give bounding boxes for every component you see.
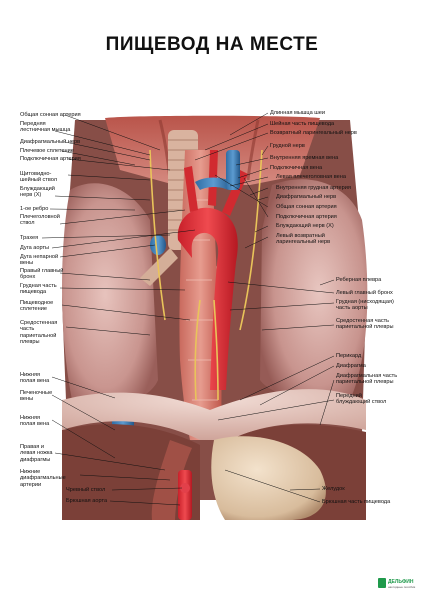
label-aortic-arch: Дуга аорты	[20, 245, 50, 251]
label-phrenic-nerve-right: Диафрагмальный нерв	[276, 194, 337, 200]
label-abdominal-esophagus: Брюшная часть пищевода	[322, 499, 391, 505]
label-brachial-plexus: Плечевое сплетение	[20, 148, 74, 154]
label-thyrocervical-trunk: Щитовидно-шейный ствол	[20, 171, 58, 184]
label-azygos-arch: Дуга непарной вены	[20, 254, 59, 267]
label-mediastinal-pleura-right: Средостенная часть париетальной плевры	[336, 318, 394, 331]
label-thoracic-esophagus: Грудная часть пищевода	[20, 283, 57, 296]
label-esophageal-plexus: Пищеводное сплетение	[20, 300, 54, 313]
publisher-logo: ДЕЛЬФИН наглядные пособия	[378, 578, 418, 592]
label-vagus-nerve-left: Блуждающий нерв (X)	[20, 186, 55, 199]
label-right-main-bronchus: Правый главный бронх	[20, 268, 64, 281]
label-descending-aorta: Грудная (нисходящая) часть аорты	[336, 299, 394, 312]
label-common-carotid-artery: Общая сонная артерия	[20, 112, 81, 118]
label-left-brachiocephalic-vein: Левая плечеголовная вена	[276, 174, 346, 180]
label-common-carotid-artery-right: Общая сонная артерия	[276, 204, 337, 210]
label-diaphragmatic-pleura: Диафрагмальная часть париетальной плевры	[336, 373, 398, 386]
label-subclavian-artery-left: Подключичная артерия	[20, 156, 81, 162]
label-thoracic-nerve: Грудной нерв	[270, 143, 305, 149]
label-anterior-scalene: Передняя лестничная мышца	[20, 121, 71, 134]
label-left-main-bronchus: Левый главный бронх	[336, 290, 393, 296]
label-cervical-esophagus: Шейная часть пищевода	[270, 121, 335, 127]
label-diaphragm-crura: Правая и левая ножка диафрагмы	[20, 444, 53, 463]
label-subclavian-vein: Подключичная вена	[270, 165, 323, 171]
label-trachea: Трахея	[20, 235, 39, 241]
label-recurrent-laryngeal-nerve: Возвратный ларингеальный нерв	[270, 130, 357, 136]
label-vagus-nerve-right: Блуждающий нерв (X)	[276, 223, 334, 229]
label-first-rib: 1-ое ребро	[20, 206, 49, 212]
label-internal-jugular-vein: Внутренняя яремная вена	[270, 155, 339, 161]
label-stomach: Желудок	[322, 486, 345, 492]
poster-title: ПИЩЕВОД НА МЕСТЕ	[105, 34, 319, 55]
logo-name: ДЕЛЬФИН	[388, 579, 414, 585]
label-inferior-vena-cava-2: Нижняя полая вена	[20, 415, 50, 428]
label-costal-pleura: Реберная плевра	[336, 277, 382, 283]
label-left-recurrent-laryngeal: Левый возвратный ларингеальный нерв	[276, 233, 331, 246]
logo-mark-icon	[378, 578, 386, 588]
label-inferior-phrenic-arteries: Нижние диафрагмальные артерии	[20, 469, 66, 488]
label-phrenic-nerve-left: Диафрагмальный нерв	[20, 139, 81, 145]
label-diaphragm: Диафрагма	[336, 363, 366, 369]
label-inferior-vena-cava-1: Нижняя полая вена	[20, 372, 50, 385]
label-anterior-vagal-trunk: Передний блуждающий ствол	[336, 393, 387, 406]
label-longus-colli: Длинная мышца шеи	[270, 110, 325, 116]
label-hepatic-veins: Печеночные вены	[20, 390, 53, 403]
logo-tagline: наглядные пособия	[388, 585, 416, 589]
label-abdominal-aorta: Брюшная аорта	[66, 498, 108, 504]
label-celiac-trunk: Чревный ствол	[66, 487, 106, 493]
label-brachiocephalic-trunk: Плечеголовной ствол	[20, 214, 60, 227]
label-subclavian-artery-right: Подключичная артерия	[276, 214, 337, 220]
label-mediastinal-pleura-left: Средостенная часть париетальной плевры	[20, 320, 58, 345]
label-internal-thoracic-artery: Внутренняя грудная артерия	[276, 185, 351, 191]
label-pericardium: Перикард	[336, 353, 362, 359]
